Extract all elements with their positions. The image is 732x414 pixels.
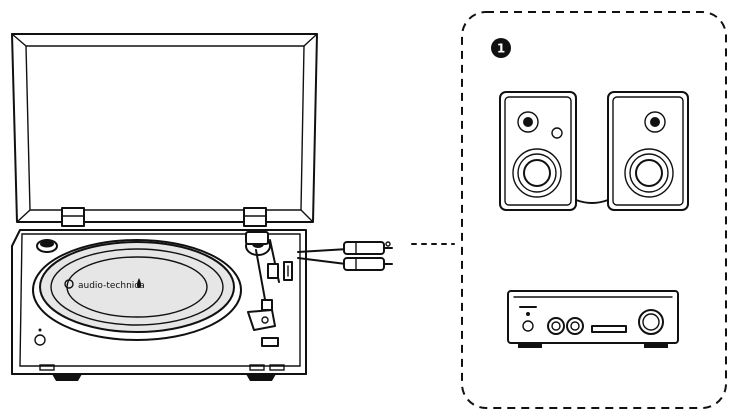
headshell-screw-icon (261, 316, 269, 324)
brand-label: audio-technica (78, 281, 145, 291)
start-stop-knob (36, 239, 58, 253)
amp-knob-right (566, 317, 584, 335)
front-slot-right (269, 364, 285, 371)
front-slot-mid (249, 364, 265, 371)
foot-left (52, 374, 82, 381)
option-badge: 1 (491, 38, 511, 58)
rca-cable (297, 241, 393, 271)
spindle-icon (137, 278, 141, 288)
foot-right (246, 374, 276, 381)
hinge-left (61, 207, 85, 227)
speed-switch (261, 337, 279, 347)
amp-led-icon (526, 312, 530, 316)
power-led (34, 334, 46, 346)
hinge-right (243, 207, 267, 227)
speaker-left (499, 91, 577, 211)
amp-display (591, 325, 627, 333)
option-badge-number: 1 (497, 42, 505, 56)
brand-logo-icon (64, 279, 74, 289)
tonearm (245, 231, 293, 331)
option-box: 1 (461, 11, 727, 409)
speaker-right (607, 91, 689, 211)
amp-knob-left (547, 317, 565, 335)
front-slot-left (39, 364, 55, 371)
speaker-link-cable (575, 199, 609, 204)
platter (32, 239, 242, 341)
amp-power-button (522, 320, 534, 332)
turntable: audio-technica (11, 33, 393, 381)
dust-cover (11, 33, 318, 223)
port-icon (551, 127, 563, 139)
amplifier (507, 290, 679, 348)
led-dot (38, 328, 42, 332)
